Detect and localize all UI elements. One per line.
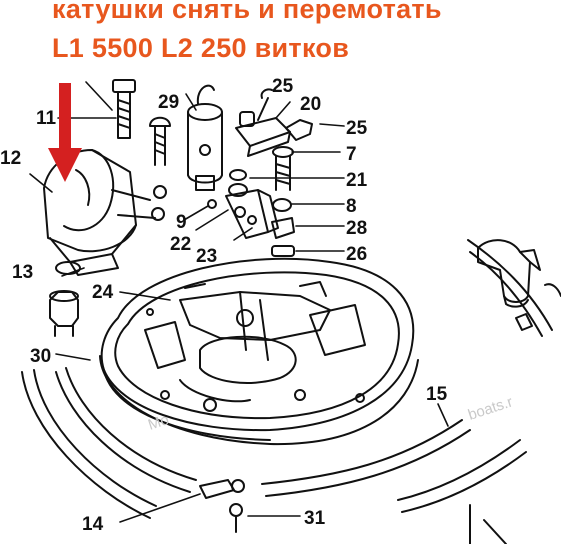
- label-part-8: 8: [346, 196, 357, 217]
- part-numbers: 11 12 13 14 15 20 21 22 23 24 25 26 28 2…: [0, 76, 448, 535]
- label-part-15: 15: [426, 384, 448, 405]
- label-part-31: 31: [304, 508, 326, 529]
- felt-part-25: [285, 119, 313, 141]
- sleeve-part-26: [271, 245, 295, 257]
- label-part-30: 30: [30, 346, 51, 367]
- label-part-23: 23: [196, 246, 217, 267]
- breaker-points-part-20: [235, 88, 291, 157]
- spark-plug-boot: [477, 239, 561, 308]
- watermark-2: Mo: [146, 411, 171, 434]
- washer-part-8: [272, 198, 292, 212]
- terminal-part-14: [199, 479, 245, 499]
- screw-near-29: [149, 116, 171, 166]
- hose-part-30: [21, 367, 197, 519]
- nut-part-28: [271, 217, 295, 239]
- label-part-25-top: 25: [272, 76, 294, 97]
- red-pointer-arrow: [48, 83, 82, 182]
- label-part-28: 28: [346, 218, 367, 239]
- bushing-part-13: [49, 290, 79, 337]
- caption-line-1: катушки снять и перемотать: [52, 0, 442, 24]
- stator-base-plate: [99, 257, 419, 446]
- caption-line-2: L1 5500 L2 250 витков: [52, 33, 350, 63]
- screw-part-31: [229, 503, 243, 533]
- condenser-part-29: [187, 84, 223, 191]
- label-part-9: 9: [176, 212, 187, 233]
- bracket-part-23: [225, 189, 279, 239]
- leader-lines: [29, 81, 449, 523]
- label-part-21: 21: [346, 170, 368, 191]
- label-part-22: 22: [170, 234, 191, 255]
- label-part-11: 11: [36, 108, 57, 129]
- bolt-part-11: [112, 79, 136, 139]
- hose-part-15: [261, 239, 553, 513]
- label-part-13: 13: [12, 262, 33, 283]
- label-part-7: 7: [346, 144, 357, 165]
- washer-part-21: [229, 169, 247, 181]
- label-part-25: 25: [346, 118, 368, 139]
- label-part-12: 12: [0, 148, 21, 169]
- label-part-24: 24: [92, 282, 114, 303]
- label-part-20: 20: [300, 94, 321, 115]
- label-part-26: 26: [346, 244, 367, 265]
- watermark: boats.r: [466, 393, 515, 423]
- label-part-14: 14: [82, 514, 104, 535]
- screw-part-7: [272, 146, 294, 191]
- label-part-29: 29: [158, 92, 179, 113]
- frame-fragment: [469, 504, 507, 545]
- screw-part-9: [207, 199, 217, 209]
- washer-near-21: [228, 183, 248, 197]
- spring-clip: [515, 313, 533, 331]
